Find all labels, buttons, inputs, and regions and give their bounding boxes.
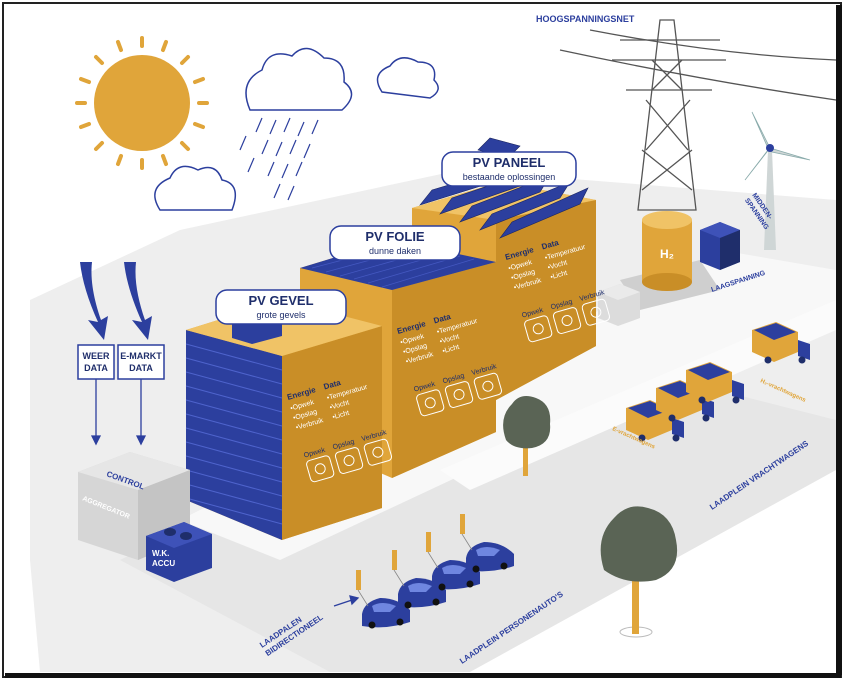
battery-storage-icon [334, 447, 364, 474]
car-group [356, 514, 514, 629]
power-pylon-icon [559, 19, 837, 211]
callout-pv-paneel: PV PANEEL bestaande oplossingen [441, 151, 577, 187]
charging-pole-icon [460, 514, 473, 551]
tree-icon [503, 396, 551, 476]
building-title: PV FOLIE [365, 229, 425, 244]
high-voltage-label: HOOGSPANNINGSNET [536, 14, 635, 24]
icon-glyph [424, 397, 436, 409]
icon-glyph [372, 446, 384, 458]
cloud-small-icon [376, 57, 439, 99]
solar-generation-icon [416, 389, 445, 417]
wind-turbine-icon [744, 111, 811, 250]
low-voltage-box [598, 284, 640, 326]
truck-group [626, 322, 810, 442]
e-truck-icon [686, 362, 744, 404]
rain-cloud-icon [245, 47, 353, 111]
icon-glyph [482, 380, 494, 392]
solar-generation-icon [524, 315, 553, 343]
building-subtitle: dunne daken [369, 246, 421, 256]
hydrogen-tank: H₂ [620, 211, 720, 310]
charging-pole-icon [426, 532, 439, 569]
tree-large-icon [600, 506, 678, 638]
rain-icon [239, 117, 319, 201]
data-item: •Licht [550, 270, 569, 281]
building-title: PV GEVEL [248, 293, 313, 308]
data-item: •Licht [442, 344, 461, 355]
icon-glyph [453, 389, 465, 401]
building-pv-folie [300, 240, 496, 478]
h2-truck-icon [752, 322, 810, 364]
data-input-arrows [80, 262, 152, 340]
charging-pole-icon [356, 570, 369, 607]
battery-storage-icon [552, 307, 582, 334]
transformer-box [700, 222, 740, 270]
building-subtitle: bestaande oplossingen [463, 172, 556, 182]
sun-icon [75, 36, 209, 170]
e-truck-icon [656, 380, 714, 422]
heat-storage-block: W.K.ACCU [146, 522, 212, 582]
building-title: PV PANEEL [473, 155, 546, 170]
plug-consumption-icon [581, 298, 611, 326]
callout-pv-folie: PV FOLIE dunne daken [329, 225, 461, 261]
icon-glyph [314, 463, 326, 475]
solar-generation-icon [306, 455, 335, 483]
building-pv-gevel [185, 300, 382, 540]
car-icon [466, 542, 514, 573]
heat-storage-label: W.K.ACCU [152, 549, 175, 568]
callout-pv-gevel: PV GEVEL grote gevels [215, 289, 347, 325]
cloud-icon [154, 165, 237, 211]
plug-consumption-icon [363, 438, 393, 466]
charging-pole-icon [392, 550, 405, 587]
icon-glyph [532, 323, 544, 335]
icon-glyph [343, 455, 355, 467]
icon-glyph [561, 315, 573, 327]
plug-consumption-icon [473, 372, 503, 400]
hydrogen-label: H₂ [660, 247, 674, 261]
building-subtitle: grote gevels [256, 310, 306, 320]
data-item: •Licht [332, 410, 351, 421]
battery-storage-icon [444, 381, 474, 408]
icon-glyph [590, 306, 602, 318]
